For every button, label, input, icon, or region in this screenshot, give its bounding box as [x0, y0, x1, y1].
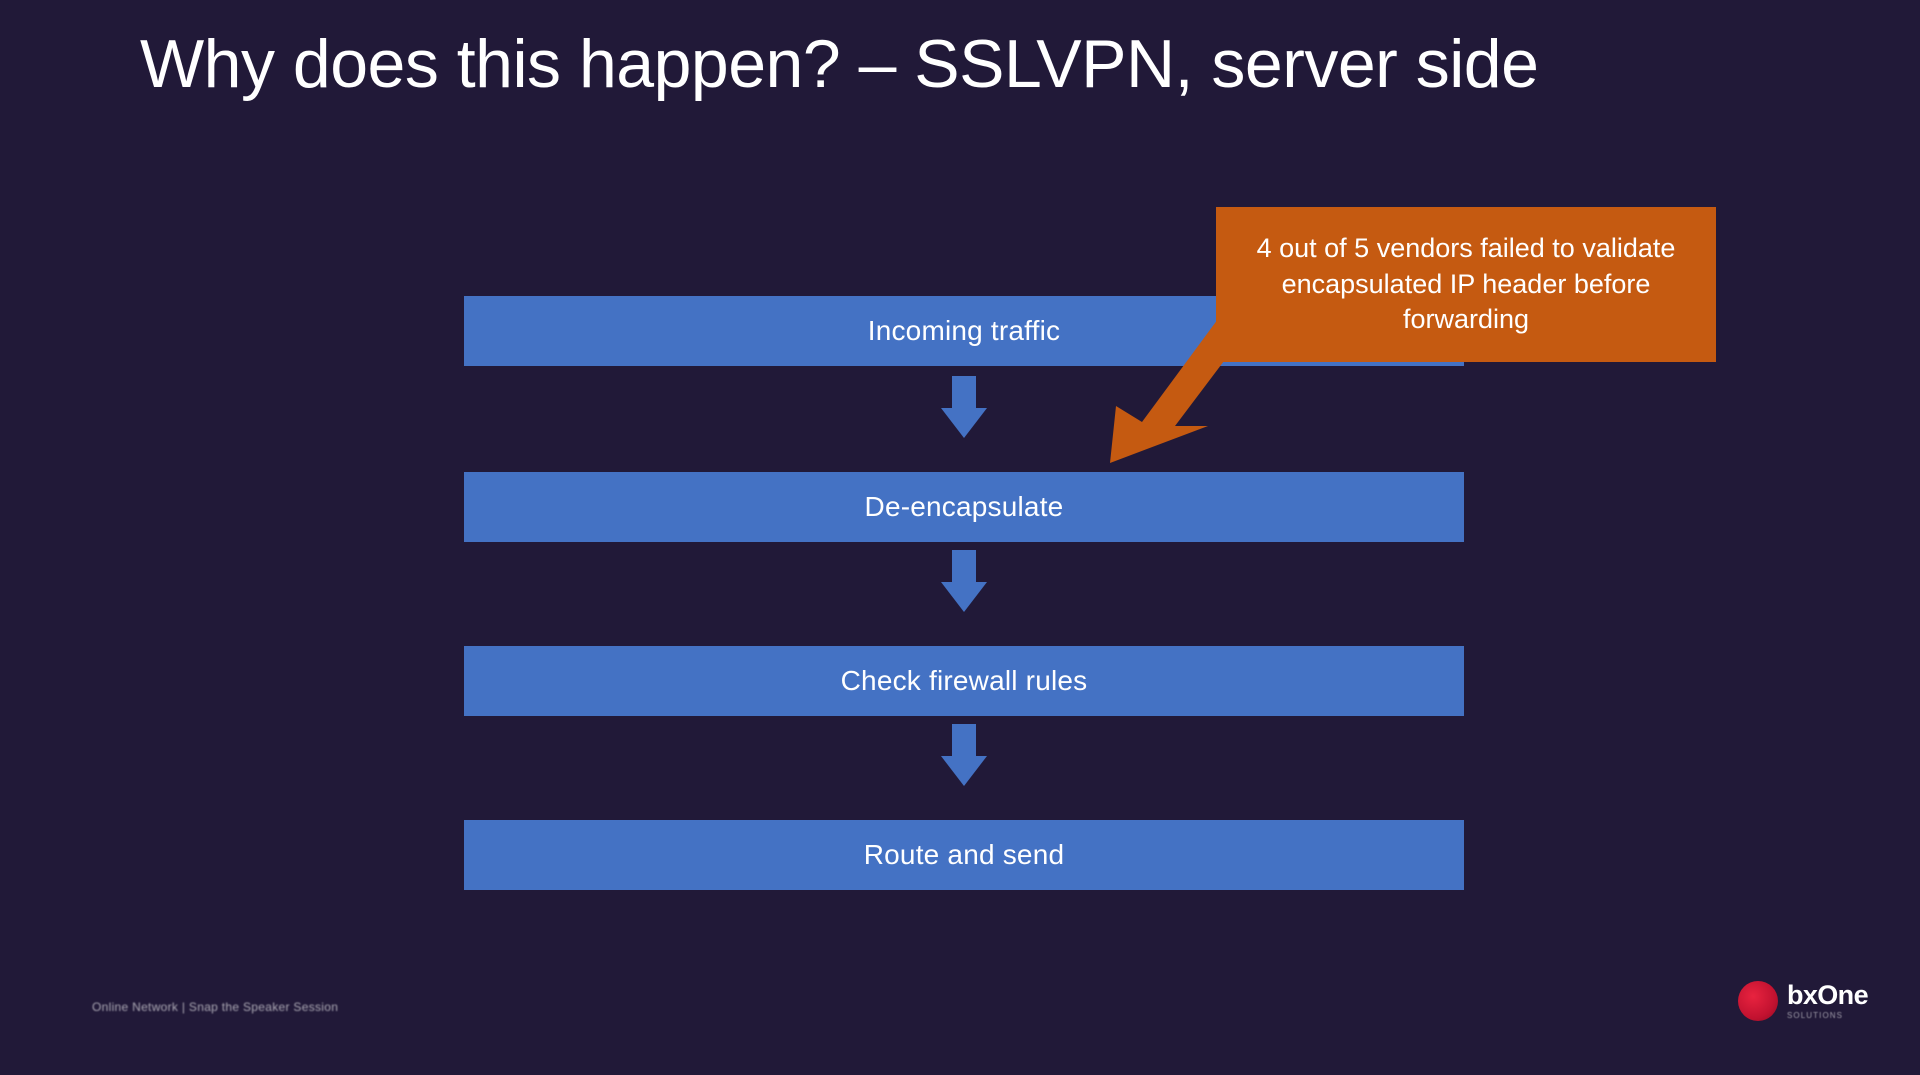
flow-step-label: Incoming traffic — [867, 315, 1061, 346]
flow-step-route-and-send[interactable]: Route and send — [464, 820, 1464, 890]
arrow-shaft — [952, 376, 976, 410]
footer-note: Online Network | Snap the Speaker Sessio… — [92, 1000, 339, 1014]
flow-step-label: De-encapsulate — [864, 491, 1064, 522]
arrow-shaft — [952, 724, 976, 758]
flow-arrow-down-icon — [941, 376, 987, 440]
arrow-head — [941, 408, 987, 438]
callout-box: 4 out of 5 vendors failed to validate en… — [1216, 207, 1716, 362]
flow-arrow-down-icon — [941, 550, 987, 614]
flowchart: Incoming traffic De-encapsulate Check fi… — [464, 296, 1464, 896]
callout-text: 4 out of 5 vendors failed to validate en… — [1256, 232, 1683, 335]
arrow-head — [941, 756, 987, 786]
page-title: Why does this happen? – SSLVPN, server s… — [140, 26, 1539, 102]
flow-arrow-down-icon — [941, 724, 987, 788]
arrow-head — [941, 582, 987, 612]
brand-wordmark: bxOne SOLUTIONS — [1786, 980, 1869, 1020]
flow-step-label: Check firewall rules — [840, 665, 1088, 696]
flow-step-check-firewall-rules[interactable]: Check firewall rules — [464, 646, 1464, 716]
brand-mark-icon — [1737, 981, 1778, 1021]
flow-step-de-encapsulate[interactable]: De-encapsulate — [464, 472, 1464, 542]
flow-step-label: Route and send — [863, 839, 1065, 870]
brand-logo: bxOne SOLUTIONS — [1737, 972, 1869, 1030]
brand-tagline: SOLUTIONS — [1786, 1011, 1844, 1020]
arrow-shaft — [952, 550, 976, 584]
brand-name: bxOne — [1786, 980, 1869, 1010]
